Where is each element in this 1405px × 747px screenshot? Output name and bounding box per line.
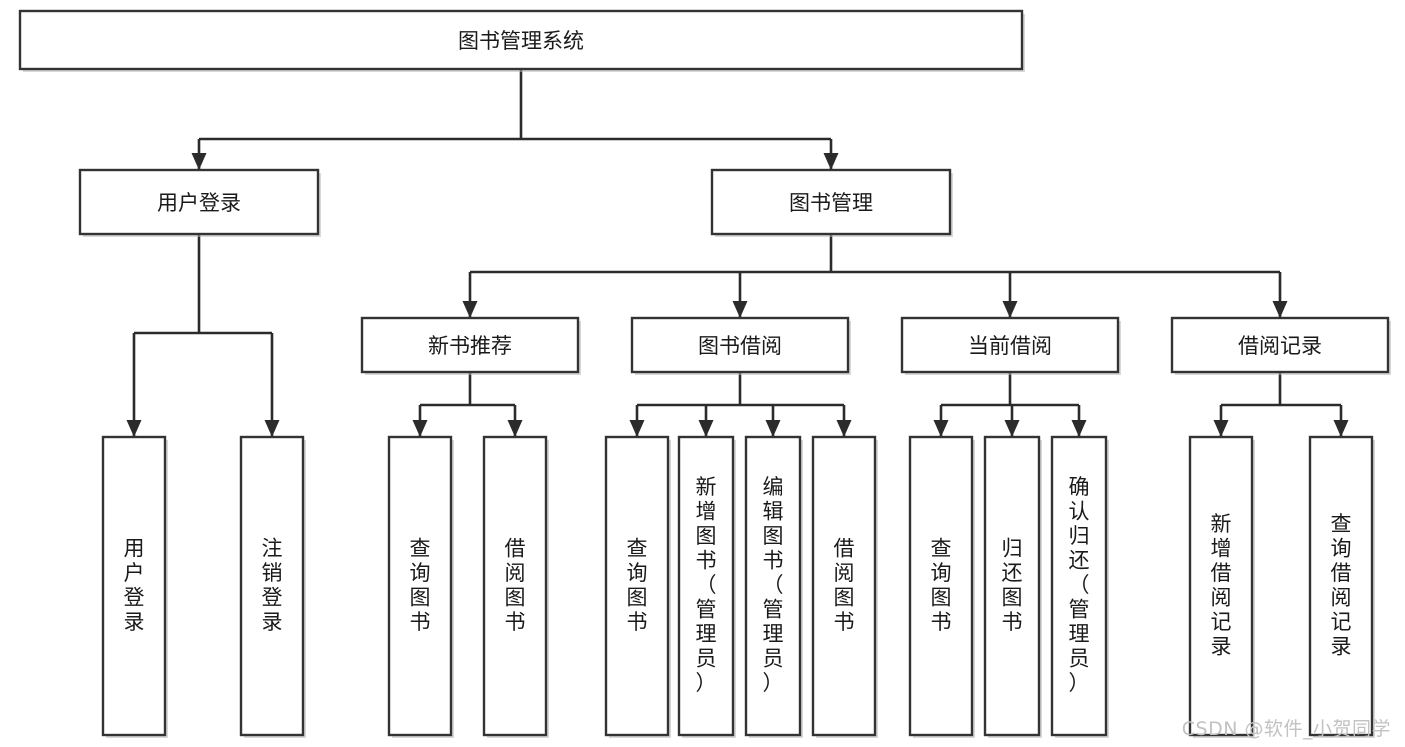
node-box[interactable] xyxy=(482,435,548,737)
node-label: 用户登录 xyxy=(157,191,241,215)
node-box[interactable] xyxy=(630,316,850,374)
node-leaf-用户登录[interactable]: 用户登录 xyxy=(101,435,168,738)
nodes-layer: 图书管理系统用户登录图书管理新书推荐图书借阅当前借阅借阅记录用户登录注销登录查询… xyxy=(18,9,1391,738)
connector-arrowhead xyxy=(1071,420,1087,437)
node-leaf-确认归还管理员[interactable]: 确认归还（管理员） xyxy=(1050,435,1109,738)
node-leaf-查询图书[interactable]: 查询图书 xyxy=(604,435,671,738)
node-box[interactable] xyxy=(908,435,974,737)
node-box[interactable] xyxy=(811,435,877,737)
node-label: 归还图书 xyxy=(1002,536,1023,634)
connector-arrowhead xyxy=(126,420,142,437)
connector-arrowhead xyxy=(732,301,748,318)
node-label: 查询图书 xyxy=(931,536,952,634)
node-box[interactable] xyxy=(78,168,320,236)
connector-arrowhead xyxy=(1004,420,1020,437)
connector-arrowhead xyxy=(412,420,428,437)
connector-arrowhead xyxy=(629,420,645,437)
connector-arrowhead xyxy=(1272,301,1288,318)
node-label: 确认归还（管理员） xyxy=(1069,475,1090,695)
node-label: 注销登录 xyxy=(262,536,283,634)
node-leaf-借阅图书[interactable]: 借阅图书 xyxy=(482,435,549,738)
connector-group-record-to-leaves xyxy=(1213,372,1349,437)
node-box[interactable] xyxy=(744,435,802,737)
node-level2-图书管理[interactable]: 图书管理 xyxy=(710,168,953,237)
node-box[interactable] xyxy=(1308,435,1374,737)
node-label: 当前借阅 xyxy=(968,334,1052,358)
node-box[interactable] xyxy=(983,435,1041,737)
node-label: 编辑图书（管理员） xyxy=(763,475,784,695)
node-root-图书管理系统[interactable]: 图书管理系统 xyxy=(18,9,1025,72)
node-label: 查询图书 xyxy=(627,536,648,634)
connector-arrowhead xyxy=(191,153,207,170)
node-box[interactable] xyxy=(360,316,580,374)
node-label: 图书管理系统 xyxy=(458,29,584,53)
node-label: 用户登录 xyxy=(124,536,145,634)
connector-arrowhead xyxy=(1333,420,1349,437)
node-leaf-查询图书[interactable]: 查询图书 xyxy=(908,435,975,738)
connector-arrowhead xyxy=(698,420,714,437)
node-box[interactable] xyxy=(239,435,305,737)
node-level3-图书借阅[interactable]: 图书借阅 xyxy=(630,316,851,375)
connector-arrowhead xyxy=(1002,301,1018,318)
node-level2-用户登录[interactable]: 用户登录 xyxy=(78,168,321,237)
connectors-layer xyxy=(126,69,1349,437)
connector-arrowhead xyxy=(462,301,478,318)
node-leaf-新增借阅记录[interactable]: 新增借阅记录 xyxy=(1188,435,1255,738)
connector-group-borrow-to-leaves xyxy=(629,372,852,437)
node-box[interactable] xyxy=(1050,435,1108,737)
node-leaf-查询图书[interactable]: 查询图书 xyxy=(387,435,454,738)
connector-arrowhead xyxy=(823,153,839,170)
node-box[interactable] xyxy=(101,435,167,737)
node-leaf-编辑图书管理员[interactable]: 编辑图书（管理员） xyxy=(744,435,803,738)
node-box[interactable] xyxy=(1170,316,1390,374)
connector-group-current-to-leaves xyxy=(933,372,1087,437)
node-box[interactable] xyxy=(18,9,1024,71)
node-label: 新书推荐 xyxy=(428,334,512,358)
node-label: 新增借阅记录 xyxy=(1211,512,1232,659)
node-leaf-新增图书管理员[interactable]: 新增图书（管理员） xyxy=(677,435,736,738)
node-label: 图书借阅 xyxy=(698,334,782,358)
node-label: 查询借阅记录 xyxy=(1331,512,1352,659)
node-leaf-注销登录[interactable]: 注销登录 xyxy=(239,435,306,738)
connector-arrowhead xyxy=(933,420,949,437)
connector-arrowhead xyxy=(836,420,852,437)
node-leaf-借阅图书[interactable]: 借阅图书 xyxy=(811,435,878,738)
node-box[interactable] xyxy=(677,435,735,737)
connector-group-root-to-level2 xyxy=(191,69,839,170)
node-box[interactable] xyxy=(900,316,1120,374)
node-label: 图书管理 xyxy=(789,191,873,215)
node-label: 新增图书（管理员） xyxy=(696,475,717,695)
node-leaf-查询借阅记录[interactable]: 查询借阅记录 xyxy=(1308,435,1375,738)
node-label: 借阅图书 xyxy=(834,536,855,634)
connector-group-newbook-to-leaves xyxy=(412,372,523,437)
connector-group-bookmgmt-to-level3 xyxy=(462,234,1288,318)
connector-arrowhead xyxy=(264,420,280,437)
node-box[interactable] xyxy=(710,168,952,236)
node-label: 借阅记录 xyxy=(1238,334,1322,358)
node-box[interactable] xyxy=(387,435,453,737)
connector-arrowhead xyxy=(765,420,781,437)
connector-group-userlogin-to-leaves xyxy=(126,234,280,437)
node-level3-当前借阅[interactable]: 当前借阅 xyxy=(900,316,1121,375)
node-box[interactable] xyxy=(604,435,670,737)
node-box[interactable] xyxy=(1188,435,1254,737)
node-leaf-归还图书[interactable]: 归还图书 xyxy=(983,435,1042,738)
node-level3-借阅记录[interactable]: 借阅记录 xyxy=(1170,316,1391,375)
connector-arrowhead xyxy=(1213,420,1229,437)
node-label: 借阅图书 xyxy=(505,536,526,634)
node-label: 查询图书 xyxy=(410,536,431,634)
node-level3-新书推荐[interactable]: 新书推荐 xyxy=(360,316,581,375)
connector-arrowhead xyxy=(507,420,523,437)
